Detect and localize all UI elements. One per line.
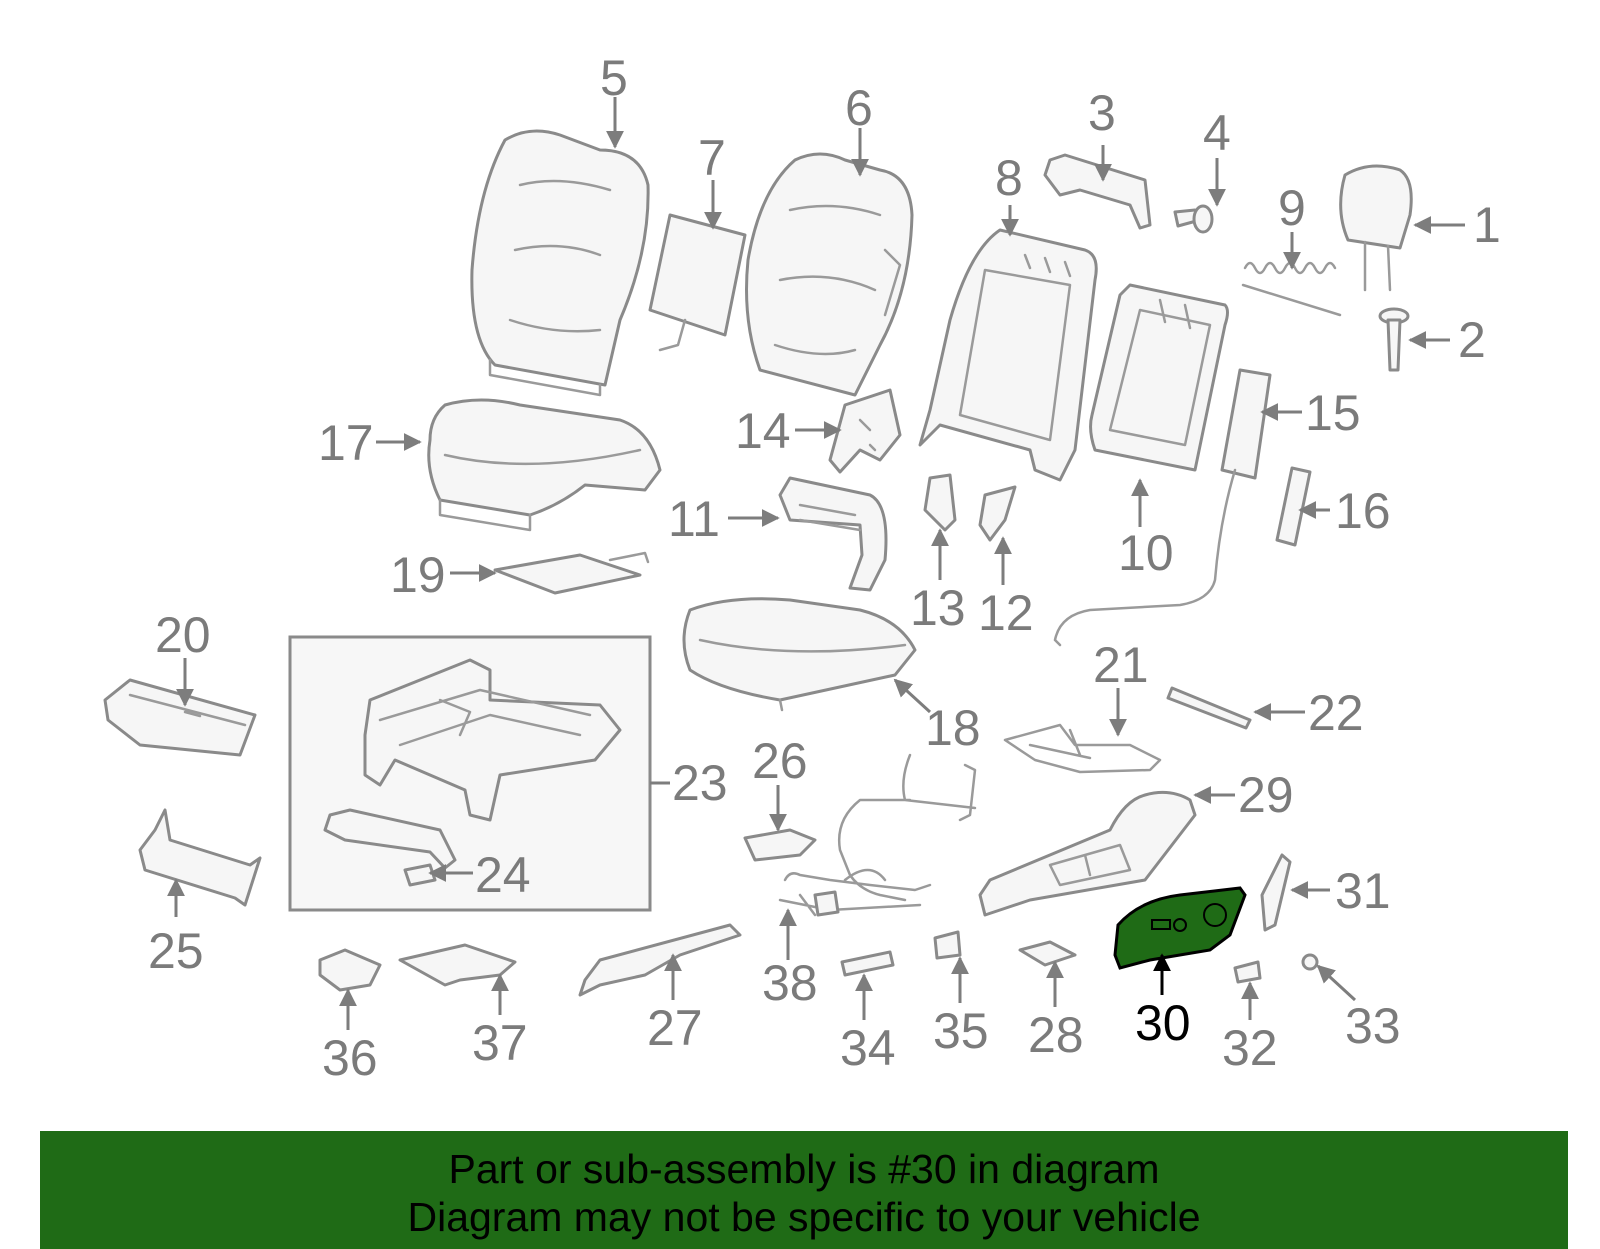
callout-37: 37 bbox=[472, 1015, 528, 1071]
callout-9: 9 bbox=[1278, 180, 1306, 236]
part-27-trim bbox=[578, 923, 742, 997]
callout-4: 4 bbox=[1203, 105, 1231, 161]
callout-31: 31 bbox=[1335, 863, 1391, 919]
banner-line-1: Part or sub-assembly is #30 in diagram bbox=[448, 1146, 1160, 1192]
part-23-frame-box bbox=[288, 635, 652, 912]
callout-36: 36 bbox=[322, 1030, 378, 1086]
part-11-bracket bbox=[778, 476, 888, 592]
callout-14: 14 bbox=[735, 403, 791, 459]
part-17-cushion-cover bbox=[427, 398, 662, 532]
part-1-headrest bbox=[1339, 164, 1413, 292]
callout-21: 21 bbox=[1093, 637, 1149, 693]
part-4-knob bbox=[1173, 204, 1214, 234]
part-3-bracket bbox=[1043, 153, 1152, 230]
callout-33: 33 bbox=[1345, 998, 1401, 1054]
part-13-cover bbox=[923, 473, 957, 532]
part-22-rod bbox=[1166, 686, 1252, 730]
part-18-cushion bbox=[682, 597, 917, 712]
part-38-harness bbox=[778, 753, 977, 917]
part-8-seatback-frame bbox=[918, 228, 1098, 482]
part-29-side-shield bbox=[978, 790, 1197, 917]
part-19-pad bbox=[493, 551, 650, 595]
callout-35: 35 bbox=[933, 1003, 989, 1059]
callout-24: 24 bbox=[475, 847, 531, 903]
part-30-switch-panel-highlighted bbox=[1113, 886, 1247, 970]
part-31-cover bbox=[1260, 853, 1292, 932]
part-32-clip bbox=[1233, 960, 1262, 984]
part-9-spring bbox=[1241, 261, 1342, 317]
part-25-cover bbox=[138, 808, 262, 907]
part-14-bracket bbox=[828, 388, 902, 474]
part-2-pin bbox=[1378, 307, 1410, 372]
callout-25: 25 bbox=[148, 923, 204, 979]
seat-parts-diagram: 5 7 6 3 4 8 9 1 2 15 16 10 17 14 11 13 1… bbox=[103, 50, 1501, 1086]
callout-38: 38 bbox=[762, 955, 818, 1011]
callout-22: 22 bbox=[1308, 685, 1364, 741]
callout-17: 17 bbox=[318, 415, 374, 471]
callout-20: 20 bbox=[155, 607, 211, 663]
callout-labels: 5 7 6 3 4 8 9 1 2 15 16 10 17 14 11 13 1… bbox=[148, 50, 1501, 1086]
callout-16: 16 bbox=[1335, 483, 1391, 539]
callout-26: 26 bbox=[752, 733, 808, 789]
callout-29: 29 bbox=[1238, 767, 1294, 823]
part-36-block bbox=[318, 948, 382, 992]
callout-7: 7 bbox=[698, 130, 726, 186]
callout-13: 13 bbox=[910, 580, 966, 636]
part-5-seatback-cover bbox=[470, 129, 650, 397]
callout-2: 2 bbox=[1458, 312, 1486, 368]
callout-12: 12 bbox=[978, 585, 1034, 641]
callout-19: 19 bbox=[390, 547, 446, 603]
part-12-cover bbox=[978, 485, 1017, 542]
callout-6: 6 bbox=[845, 80, 873, 136]
callout-23: 23 bbox=[672, 755, 728, 811]
callout-10: 10 bbox=[1118, 525, 1174, 581]
part-15-module bbox=[1053, 368, 1272, 647]
callout-8: 8 bbox=[995, 150, 1023, 206]
part-6-seatback-cover bbox=[745, 152, 914, 397]
part-10-back-panel bbox=[1089, 283, 1229, 472]
leader-lines bbox=[167, 97, 1465, 1030]
part-28-pad bbox=[1018, 940, 1077, 967]
part-26-bracket bbox=[743, 828, 817, 862]
callout-32: 32 bbox=[1222, 1020, 1278, 1076]
callout-28: 28 bbox=[1028, 1007, 1084, 1063]
callout-27: 27 bbox=[647, 1000, 703, 1056]
callout-15: 15 bbox=[1305, 385, 1361, 441]
callout-34: 34 bbox=[840, 1020, 896, 1076]
part-21-mat bbox=[1003, 723, 1162, 774]
callout-18: 18 bbox=[925, 700, 981, 756]
part-33-ring bbox=[1301, 953, 1319, 971]
callout-5: 5 bbox=[600, 50, 628, 106]
part-34-clip bbox=[840, 950, 895, 977]
part-35-clip bbox=[933, 930, 962, 960]
part-20-cover bbox=[103, 678, 257, 757]
callout-30: 30 bbox=[1135, 995, 1191, 1051]
banner-line-2: Diagram may not be specific to your vehi… bbox=[407, 1194, 1201, 1240]
part-16-trim bbox=[1275, 466, 1312, 547]
info-banner: Part or sub-assembly is #30 in diagram D… bbox=[40, 1131, 1568, 1249]
callout-3: 3 bbox=[1088, 85, 1116, 141]
part-7-pad bbox=[648, 213, 747, 352]
callout-1: 1 bbox=[1473, 197, 1501, 253]
part-37-bracket bbox=[398, 943, 517, 987]
callout-11: 11 bbox=[668, 491, 720, 547]
